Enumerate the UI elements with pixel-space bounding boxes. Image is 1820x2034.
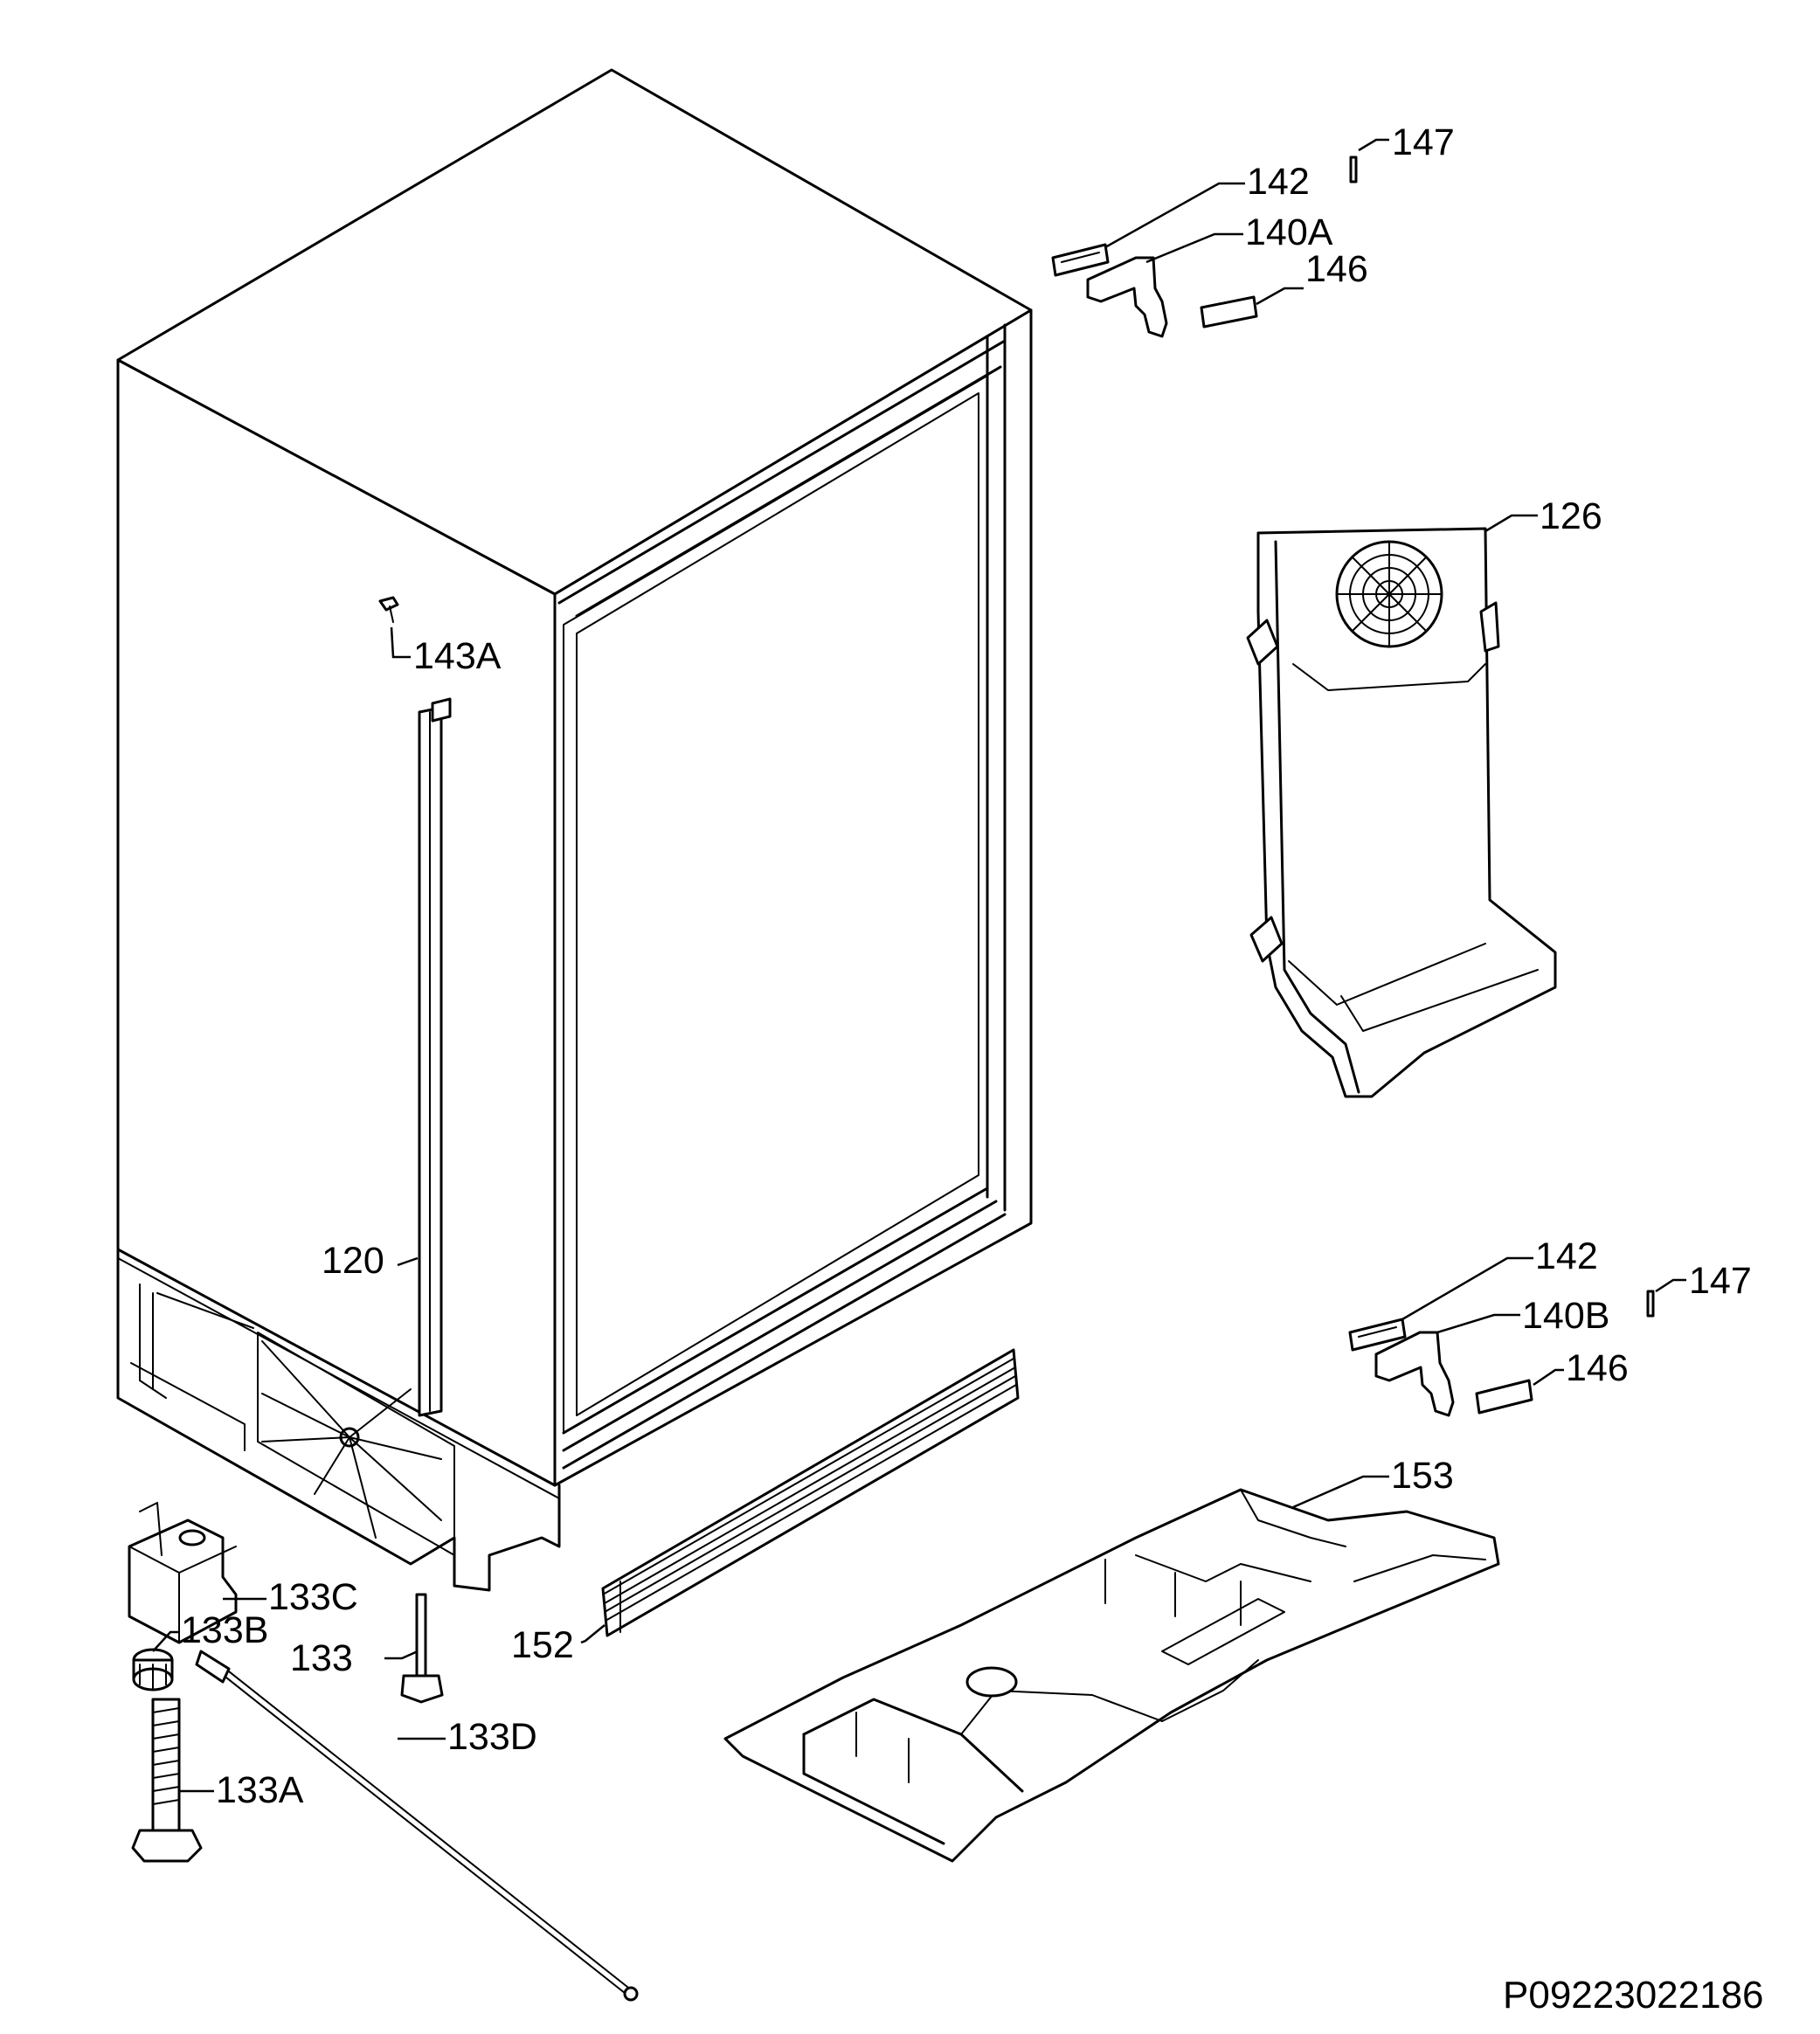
label-133c: 133C (268, 1576, 358, 1618)
spacer-146-top (1200, 295, 1258, 329)
label-142-bottom: 142 (1535, 1235, 1598, 1277)
foot-bracket-133c (128, 1502, 238, 1644)
air-duct-126 (1246, 527, 1557, 1098)
spacer-146-bottom (1475, 1379, 1533, 1415)
hinge-assembly-top (1051, 156, 1358, 338)
label-140a: 140A (1245, 211, 1333, 253)
kick-plate-152 (601, 1348, 1020, 1637)
label-143a: 143A (413, 635, 502, 677)
screw-147-top (1349, 156, 1358, 183)
adjusting-rod-133d (195, 1650, 639, 2002)
label-153: 153 (1391, 1455, 1454, 1497)
label-133: 133 (290, 1637, 353, 1679)
hinge-plate-142-top (1051, 243, 1110, 277)
label-133a: 133A (216, 1769, 304, 1811)
base-pan-153 (723, 1488, 1500, 1863)
label-142-top: 142 (1247, 161, 1310, 203)
screw-147-bottom (1646, 1290, 1655, 1318)
label-152: 152 (511, 1624, 574, 1666)
label-140b: 140B (1522, 1295, 1609, 1337)
hinge-assembly-bottom (1348, 1290, 1655, 1417)
side-trim-120 (418, 697, 452, 1417)
leader-lines (152, 138, 1686, 1793)
part-labels: 147 142 140A 146 126 143A 120 142 147 14… (181, 121, 1764, 2017)
diagram-code: P09223022186 (1503, 1974, 1764, 2017)
screw-143a (378, 596, 399, 623)
label-126: 126 (1540, 495, 1602, 537)
adjusting-nut-133b (132, 1648, 174, 1692)
fan-grille (1335, 540, 1443, 648)
hinge-bracket-140b (1374, 1331, 1455, 1417)
hinge-bracket-140a (1086, 256, 1168, 338)
base-grille (261, 1340, 442, 1539)
label-147-bottom: 147 (1689, 1260, 1752, 1302)
label-147-top: 147 (1392, 121, 1455, 163)
label-120: 120 (322, 1240, 384, 1282)
leveling-bolt-133a (131, 1698, 203, 1863)
hinge-plate-142-bottom (1348, 1318, 1407, 1352)
cabinet-body (116, 68, 1033, 1592)
label-133d: 133D (447, 1716, 537, 1758)
screw-133 (400, 1593, 444, 1704)
label-133b: 133B (181, 1609, 268, 1651)
label-146-top: 146 (1305, 248, 1368, 290)
label-146-bottom: 146 (1566, 1347, 1629, 1389)
